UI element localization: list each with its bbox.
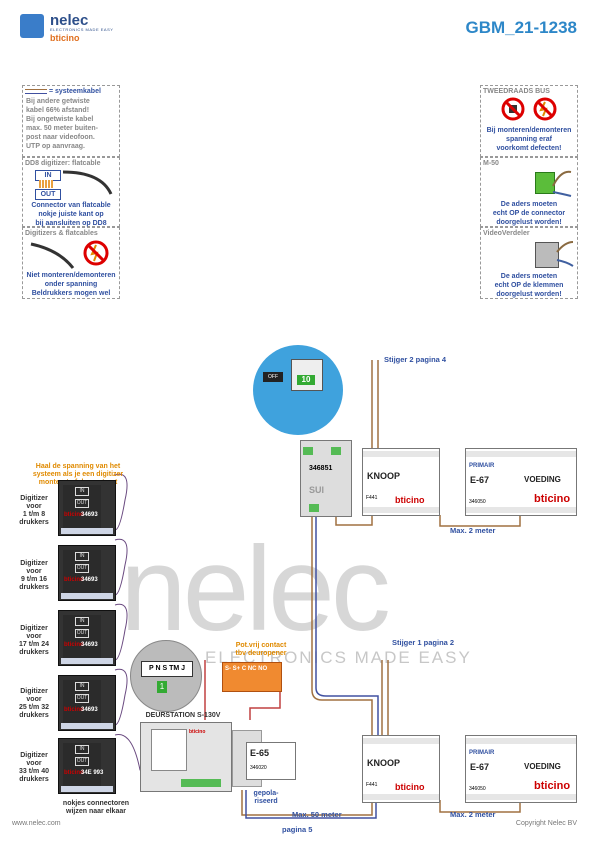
riser2-wire (371, 360, 379, 455)
terminal-icon (303, 447, 313, 455)
brand-tagline: ELECTRONICS MADE EASY (50, 27, 114, 32)
zoom-circle-sui: OFF 10 (253, 345, 343, 435)
relay-module: S- S+ C NC NO (222, 662, 282, 692)
sui-code: 346851 (309, 465, 333, 472)
videoverdeler-icon (535, 242, 559, 268)
note-dd8-flatcable: DD8 digitizer: flatcable IN OUT Connecto… (22, 157, 120, 227)
max2-label-top: Max. 2 meter (450, 526, 496, 535)
sui-label: SUI (309, 485, 325, 495)
nelec-logo-icon (20, 14, 44, 38)
brand-name: nelec (50, 12, 89, 29)
e65-module: E-65 346020 (246, 742, 296, 780)
watermark: nelec (120, 522, 391, 656)
document-id: GBM_21-1238 (465, 18, 577, 37)
bus-wire-blue (315, 515, 379, 735)
flatcable-icon (30, 242, 75, 269)
stijger2-label: Stijger 2 pagina 4 (384, 355, 447, 364)
door-station-s130v: bticino (140, 722, 232, 792)
flatcable-2 (114, 538, 128, 596)
knoop-psu-wire (439, 515, 521, 527)
out-label: OUT (35, 189, 61, 200)
gepolariseerd-label: gepola-riseerd (253, 790, 279, 805)
footer-copyright: Copyright Nelec BV (515, 820, 577, 827)
terminal-icon (181, 779, 221, 787)
flatcable-3 (114, 603, 128, 661)
relay-wire-2 (249, 690, 281, 720)
e67-psu-bottom: PRIMAIR E-67 VOEDING 346050 bticino (465, 735, 577, 803)
connector-pins: P N S TM J (141, 661, 193, 677)
sui-dip-panel: 10 (291, 359, 323, 391)
zoom-circle-connector: P N S TM J 1 (130, 640, 202, 712)
sui-module: 346851 SUI (300, 440, 352, 517)
sui-knoop-wire (335, 515, 373, 526)
knoop-psu-wire-2 (439, 800, 521, 813)
no-power-icon (83, 240, 109, 266)
max50-label: Max. 50 meter (292, 810, 342, 819)
stijger1-label: Stijger 1 pagina 2 (392, 638, 455, 647)
flatcable-4 (114, 668, 128, 726)
pagina5-label: pagina 5 (282, 825, 313, 834)
flatcable-icon (62, 170, 113, 195)
connector-jumper: 1 (157, 681, 167, 693)
footer-url[interactable]: www.nelec.com (12, 820, 61, 827)
wire-icon (552, 170, 572, 197)
knoop-module-top: KNOOP F441 bticino (362, 448, 440, 516)
door-knoop-wire (241, 790, 373, 816)
note-digitizers-flatcables: Digitizers & flatcables Niet monteren/de… (22, 227, 120, 299)
max2-label-bottom: Max. 2 meter (450, 810, 496, 819)
terminal-icon (331, 447, 341, 455)
partner-logo: bticino (50, 33, 80, 43)
off-switch: OFF (263, 372, 283, 382)
deurstation-label: DEURSTATION S-130V (145, 712, 221, 719)
flatcable-1 (114, 473, 128, 531)
terminal-icon (309, 504, 319, 512)
no-plug-icon (501, 97, 525, 121)
e67-psu-top: PRIMAIR E-67 VOEDING 346050 bticino (465, 448, 577, 516)
door-knoop-wire-blue (245, 790, 377, 819)
wire-icon (556, 241, 574, 267)
flatcable-5 (114, 733, 166, 781)
riser1-wire (381, 660, 389, 735)
knoop-module-bottom: KNOOP F441 bticino (362, 735, 440, 803)
no-power-icon (533, 97, 557, 121)
sui-address-display: 10 (297, 375, 315, 385)
flatcable-connector-icon (39, 180, 53, 188)
bus-wire-brown (311, 515, 373, 735)
